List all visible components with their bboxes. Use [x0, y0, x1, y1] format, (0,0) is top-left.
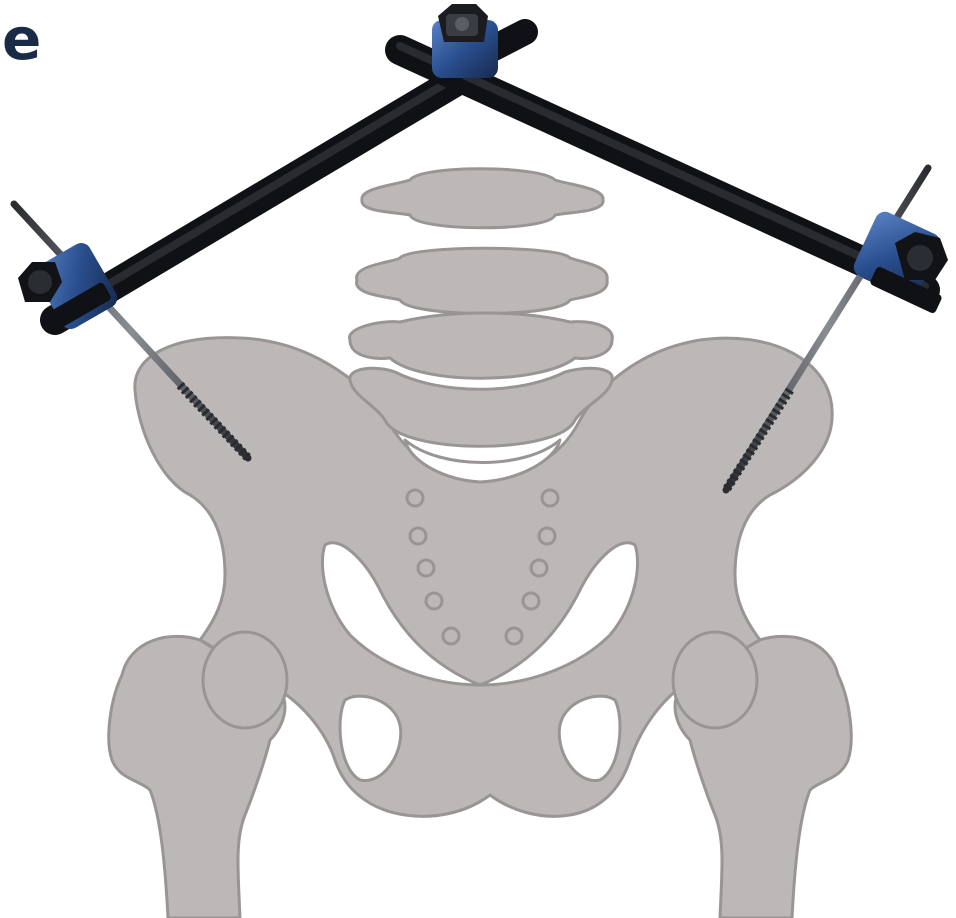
right-femoral-head — [673, 632, 757, 728]
left-femoral-head — [203, 632, 287, 728]
vertebra-l3 — [362, 169, 603, 228]
vertebra-l4 — [357, 248, 608, 313]
top-rod-clamp — [432, 4, 498, 78]
vertebra-l5 — [350, 313, 613, 378]
right-pin-clamp — [850, 208, 948, 314]
left-pin-clamp — [18, 239, 121, 333]
pelvis-bones — [109, 169, 851, 918]
